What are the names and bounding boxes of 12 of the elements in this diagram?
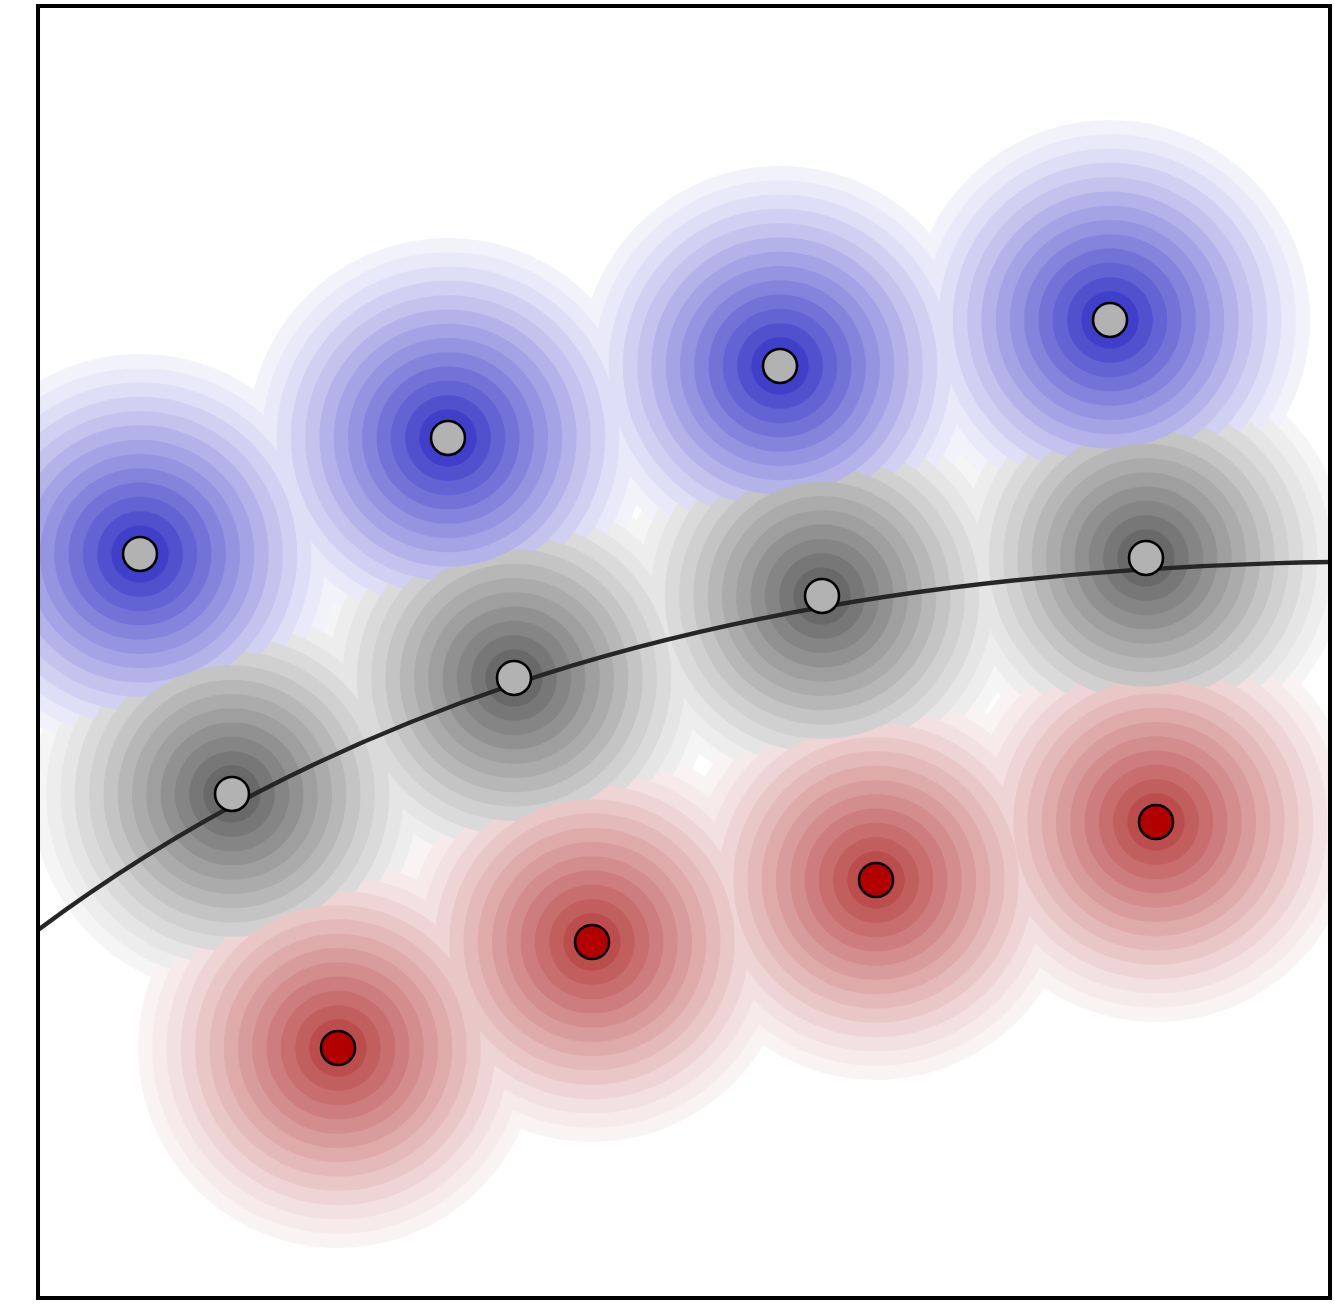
data-point [495,659,533,697]
data-point [213,775,251,813]
data-point [1137,803,1175,841]
data-point [761,347,799,385]
data-point [121,535,159,573]
data-point [319,1029,357,1067]
data-point [1127,539,1165,577]
data-point [857,861,895,899]
data-point [1091,301,1129,339]
data-point [429,419,467,457]
data-point [803,577,841,615]
data-point [573,923,611,961]
